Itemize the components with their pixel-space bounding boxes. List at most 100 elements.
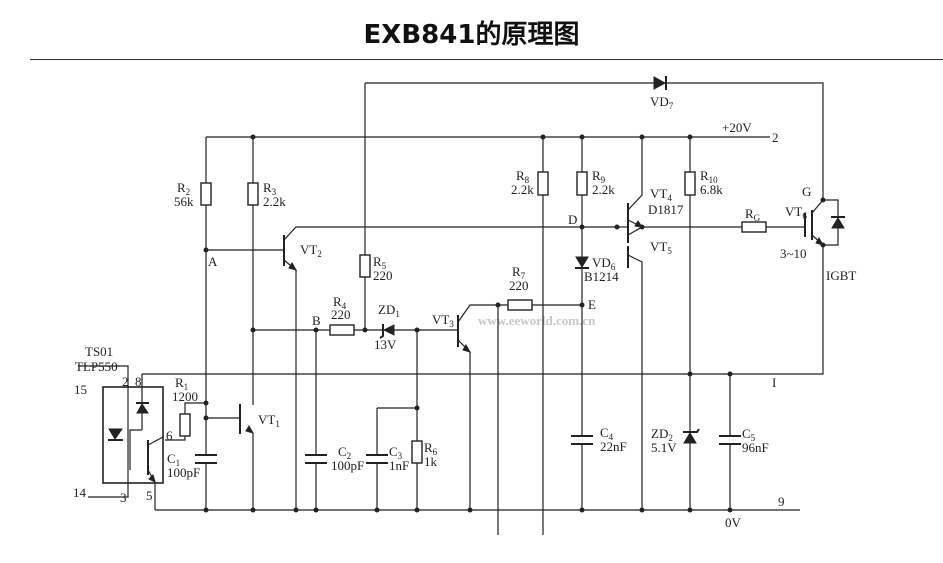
label-designator: R [512, 264, 521, 279]
label-subscript: 1 [275, 419, 280, 429]
label-designator: VT [650, 186, 667, 201]
label-value-vd6: B1214 [584, 269, 619, 284]
label-value-zd2: 5.1V [651, 440, 677, 455]
label-subscript: 3 [272, 187, 277, 197]
node-i-label: I [772, 375, 776, 390]
label-subscript: 2 [317, 249, 322, 259]
label-value-r4: 220 [331, 307, 351, 322]
label-subscript: 6 [433, 447, 438, 457]
ground-label: 0V [725, 515, 742, 530]
label-subscript: 5 [751, 433, 756, 443]
label-r8: R8 [516, 168, 530, 185]
label-vd6: VD6 [592, 255, 616, 272]
resistor-r8 [537, 171, 549, 196]
label-r9: R9 [592, 168, 606, 185]
node-labels: A B D E G I +20V 2 9 0V TS01 TLP550 15 1… [73, 120, 856, 530]
label-vt1: VT1 [258, 412, 280, 429]
label-designator: C [167, 451, 176, 466]
page-title: EXB841的原理图 [363, 20, 580, 50]
label-subscript: 7 [521, 271, 526, 281]
label-value-r8: 2.2k [511, 182, 534, 197]
label-r3: R3 [263, 180, 277, 197]
label-subscript: 1 [395, 309, 400, 319]
label-value-c4: 22nF [600, 439, 627, 454]
capacitors [195, 435, 741, 464]
label-vt5: VT5 [650, 239, 672, 256]
label-value-c1: 100pF [167, 465, 200, 480]
opto-pin-2: 2 [122, 374, 129, 389]
opto-name: TS01 [85, 344, 113, 359]
node-g-label: G [802, 184, 811, 199]
node-e-label: E [588, 297, 596, 312]
resistor-rg [741, 221, 767, 233]
label-value-r9: 2.2k [592, 182, 615, 197]
label-subscript: 8 [525, 175, 530, 185]
label-subscript: 7 [669, 101, 674, 111]
node-a-label: A [208, 254, 218, 269]
label-subscript: 2 [186, 187, 191, 197]
label-value-zd1: 13V [374, 337, 397, 352]
label-value-r5: 220 [373, 268, 393, 283]
resistor-r5 [359, 254, 371, 278]
label-designator: R [592, 168, 601, 183]
label-value-r2: 56k [174, 194, 194, 209]
label-vt4: VT4 [650, 186, 672, 203]
label-designator: ZD [378, 302, 395, 317]
label-rg: RG [745, 206, 761, 223]
label-c5: C5 [742, 426, 756, 443]
label-r6: R6 [424, 440, 438, 457]
gate-resistance-range: 3~10 [780, 246, 807, 261]
label-r4: R4 [333, 294, 347, 311]
label-designator: R [424, 440, 433, 455]
label-r1: R1 [175, 375, 188, 392]
resistor-r10 [684, 171, 696, 196]
label-c4: C4 [600, 425, 614, 442]
label-designator: VT [432, 312, 449, 327]
label-designator: R [333, 294, 342, 309]
junction-dots [203, 134, 826, 513]
label-value-c5: 96nF [742, 440, 769, 455]
label-designator: VD [650, 94, 669, 109]
label-value-c2: 100pF [331, 458, 364, 473]
label-subscript: 6 [611, 262, 616, 272]
label-subscript: 5 [667, 246, 672, 256]
label-designator: VD [592, 255, 611, 270]
igbt-label: IGBT [826, 268, 856, 283]
pin-2-label: 2 [772, 130, 779, 145]
label-designator: R [373, 254, 382, 269]
label-c3: C3 [389, 444, 403, 461]
label-subscript: 4 [609, 432, 614, 442]
label-value-r6: 1k [424, 454, 438, 469]
label-value-r10: 6.8k [700, 182, 723, 197]
opto-part: TLP550 [75, 359, 118, 374]
label-subscript: 2 [347, 451, 352, 461]
opto-pin-6: 6 [166, 428, 173, 443]
label-c2: C2 [338, 444, 351, 461]
label-designator: VT [300, 242, 317, 257]
label-zd1: ZD1 [378, 302, 400, 319]
label-designator: R [745, 206, 754, 221]
label-designator: R [263, 180, 272, 195]
label-r2: R2 [177, 180, 190, 197]
label-value-r7: 220 [509, 278, 529, 293]
label-designator: R [700, 168, 709, 183]
pin-9-label: 9 [778, 494, 785, 509]
resistor-r2 [200, 182, 212, 206]
label-vt3: VT3 [432, 312, 454, 329]
label-subscript: 6 [802, 211, 807, 221]
opto-pin-5: 5 [146, 488, 153, 503]
label-subscript: 4 [342, 301, 347, 311]
components [102, 76, 845, 513]
label-zd2: ZD2 [651, 426, 673, 443]
resistor-r1 [179, 413, 191, 437]
label-r10: R10 [700, 168, 718, 185]
resistor-r6 [411, 440, 423, 464]
label-subscript: 1 [184, 382, 189, 392]
opto-pin-3: 3 [120, 490, 127, 505]
node-b-label: B [312, 313, 321, 328]
label-subscript: 4 [667, 193, 672, 203]
label-designator: VT [258, 412, 275, 427]
opto-pin-8: 8 [135, 374, 142, 389]
label-subscript: 5 [382, 261, 387, 271]
